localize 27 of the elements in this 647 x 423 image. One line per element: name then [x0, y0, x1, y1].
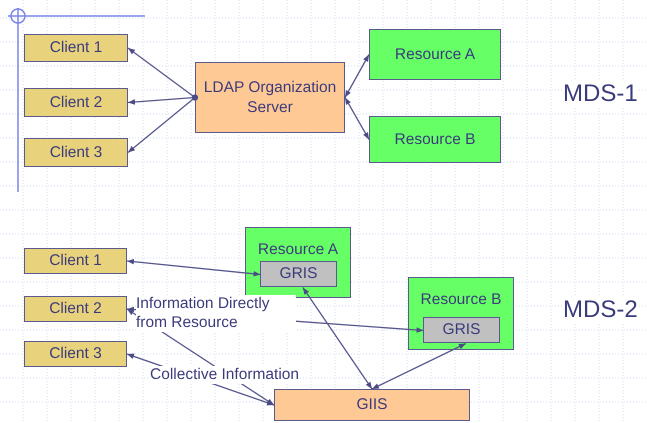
client-box: Client 1	[24, 34, 128, 62]
arrow	[128, 94, 198, 153]
client-box: Client 2	[24, 88, 128, 117]
arrow	[302, 287, 373, 390]
gris-box: GRIS	[423, 317, 500, 343]
client-box: Client 1	[24, 248, 127, 274]
client-box: Client 3	[24, 341, 127, 367]
arrow	[126, 258, 261, 277]
resource-box: Resource A	[369, 29, 501, 80]
annotation-text: Collective Information	[150, 366, 300, 384]
client-box: Client 2	[24, 296, 127, 322]
section-label: MDS-2	[563, 296, 638, 324]
arrow	[344, 97, 370, 140]
resource-box	[408, 277, 514, 350]
resource-box: Resource B	[369, 116, 501, 163]
node-heading: Resource B	[420, 290, 502, 310]
resource-box	[245, 227, 351, 298]
server-box: LDAP Organization Server	[195, 62, 345, 133]
giis-box: GIIS	[274, 389, 470, 421]
arrow	[126, 353, 274, 406]
arrow	[372, 342, 466, 390]
gris-box: GRIS	[260, 261, 337, 287]
section-label: MDS-1	[563, 80, 638, 108]
client-box: Client 3	[24, 138, 128, 167]
node-heading: Resource A	[256, 240, 340, 260]
arrow	[344, 54, 370, 98]
annotation-text: Information Directly from Resource	[136, 295, 296, 332]
